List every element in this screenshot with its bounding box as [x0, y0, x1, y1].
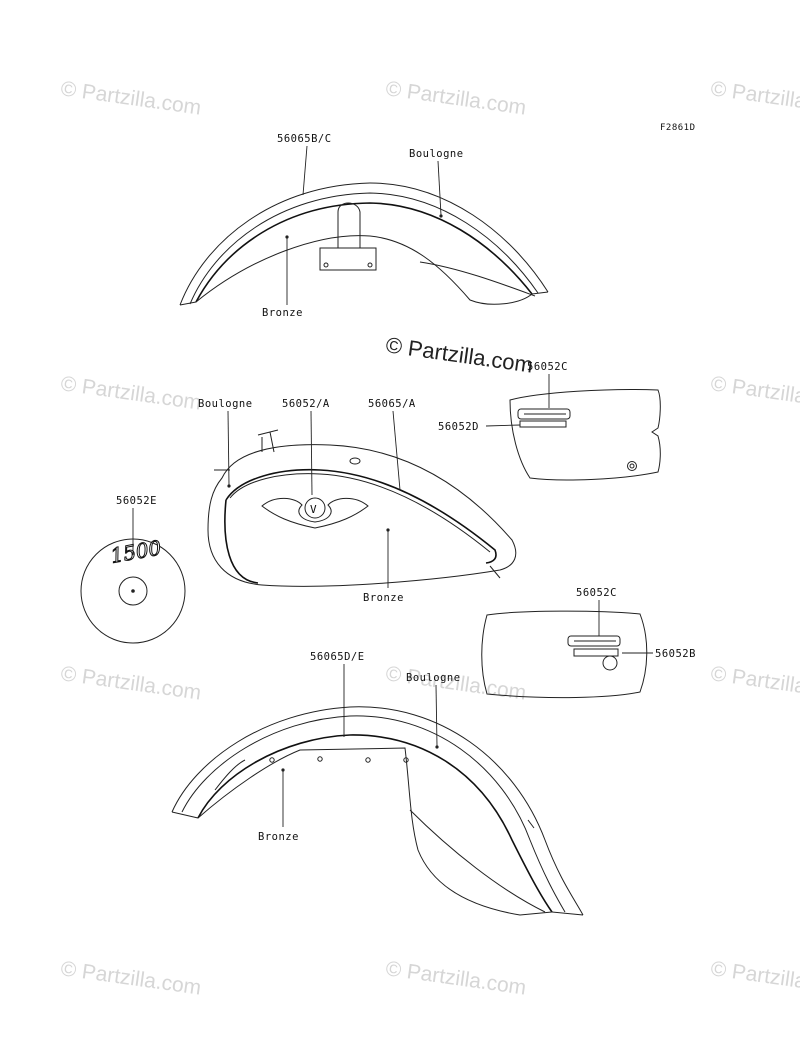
- tank-color-bottom-label: Bronze: [363, 592, 404, 604]
- rear-fender: 56065D/E Boulogne Bronze: [171, 651, 584, 916]
- rear-fender-part-label: 56065D/E: [310, 651, 365, 663]
- center-watermark: © Partzilla.com: [384, 332, 534, 377]
- watermark: © Partzilla.com: [59, 372, 202, 414]
- rear-fender-color-top-label: Boulogne: [406, 672, 461, 684]
- front-fender-color-bottom-label: Bronze: [262, 307, 303, 319]
- side-cover-lower: 56052C 56052B: [481, 587, 696, 699]
- rear-fender-color-bottom-label: Bronze: [258, 831, 299, 843]
- front-fender-color-top-label: Boulogne: [409, 148, 464, 160]
- side-cover-upper-part-label: 56052C: [527, 361, 568, 373]
- watermark: © Partzilla.com: [59, 957, 202, 999]
- badge-part-label: 56052E: [116, 495, 157, 507]
- tank-stripe-part-label: 56065/A: [368, 398, 416, 410]
- tank-color-top-label: Boulogne: [198, 398, 253, 410]
- side-cover-upper-part-2-label: 56052D: [438, 421, 479, 433]
- watermark: © Partzilla.com: [709, 662, 800, 704]
- watermark: © Partzilla.com: [59, 77, 202, 119]
- side-cover-upper: 56052C 56052D: [438, 361, 661, 481]
- watermark: © Partzilla.com: [384, 957, 527, 999]
- badge-number: 1500: [109, 535, 164, 568]
- watermark: © Partzilla.com: [59, 662, 202, 704]
- tank-emblem-letter: V: [310, 503, 317, 516]
- tank-wing-emblem: V: [261, 497, 369, 529]
- watermark: © Partzilla.com: [709, 77, 800, 119]
- tank-emblem-part-label: 56052/A: [282, 398, 330, 410]
- front-fender-part-label: 56065B/C: [277, 133, 332, 145]
- watermark: © Partzilla.com: [709, 372, 800, 414]
- watermark: © Partzilla.com: [384, 77, 527, 119]
- front-fender: 56065B/C Boulogne Bronze: [179, 133, 549, 319]
- badge-1500: 1500 56052E: [80, 495, 186, 644]
- side-cover-lower-part-2-label: 56052B: [655, 648, 696, 660]
- figure-code: F2861D: [660, 123, 696, 133]
- fuel-tank: V Boulogne 56052/A 56065/A Bronze: [198, 398, 517, 604]
- watermark: © Partzilla.com: [709, 957, 800, 999]
- side-cover-lower-part-label: 56052C: [576, 587, 617, 599]
